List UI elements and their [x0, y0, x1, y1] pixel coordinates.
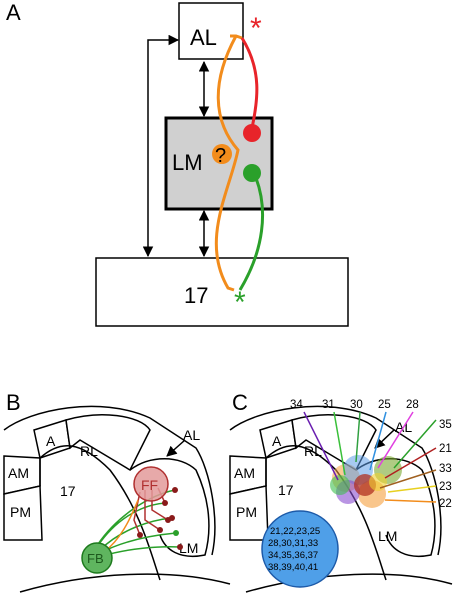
v17-box-label: 17	[184, 283, 208, 308]
b-cortex-outline	[3, 405, 216, 556]
c-label-am: AM	[234, 465, 255, 481]
c-label-rl: RL	[304, 443, 322, 459]
panel-c-letter: C	[232, 390, 248, 415]
c-injection-sites	[330, 455, 402, 508]
red-pathway	[240, 37, 259, 129]
c-num-25: 25	[378, 399, 391, 411]
b-label-pm: PM	[10, 504, 31, 520]
c-num-35: 35	[439, 419, 452, 431]
b-area-pm	[3, 485, 43, 541]
b-area-lm	[129, 458, 210, 557]
panel-b: B A RL AM PM 17 LM AL FF FB	[3, 390, 231, 593]
al-box-label: AL	[190, 25, 217, 50]
b-label-al: AL	[183, 427, 200, 443]
b-ff-label: FF	[141, 477, 158, 493]
c-num-23: 23	[439, 481, 452, 493]
c-blue-line-2: 28,30,31,33	[268, 538, 318, 549]
b-area-17	[39, 445, 161, 581]
c-num-22: 22	[439, 498, 452, 510]
orange-branch-top	[230, 34, 243, 40]
c-num-28: 28	[406, 399, 419, 411]
b-connections	[96, 489, 181, 557]
b-label-17: 17	[60, 483, 76, 499]
c-label-a: A	[272, 433, 282, 449]
panel-c: C A RL AM PM 17 LM AL	[229, 390, 453, 593]
b-label-a: A	[46, 433, 56, 449]
orange-pathway	[214, 35, 240, 292]
c-blue-line-3: 34,35,36,37	[268, 550, 318, 561]
al-box	[178, 2, 244, 60]
c-num-21: 21	[439, 443, 452, 455]
b-area-rl	[65, 414, 151, 472]
c-al-arrow	[374, 429, 395, 449]
panel-a-letter: A	[6, 0, 21, 25]
c-bottom-arc	[245, 573, 453, 593]
b-label-rl: RL	[80, 443, 98, 459]
v17-box	[95, 257, 349, 327]
c-num-34: 34	[290, 399, 303, 411]
panel-a: A AL LM 17 ? * *	[6, 0, 349, 327]
red-asterisk: *	[250, 12, 262, 45]
c-label-lm: LM	[378, 528, 397, 544]
c-label-pm: PM	[236, 504, 257, 520]
b-terminal-dots	[137, 487, 183, 550]
b-label-am: AM	[8, 465, 29, 481]
b-al-arrow	[166, 439, 186, 457]
c-num-31: 31	[322, 399, 335, 411]
b-label-lm: LM	[179, 540, 198, 556]
green-pathway	[238, 177, 265, 291]
c-blue-line-4: 38,39,40,41	[268, 562, 318, 573]
green-terminal	[243, 164, 261, 182]
b-bottom-arc	[19, 573, 231, 593]
b-ff-circle	[133, 466, 169, 502]
red-terminal	[243, 124, 261, 142]
b-ff-connections	[133, 487, 169, 536]
c-blue-line-1: 21,22,23,25	[270, 526, 320, 537]
green-asterisk: *	[234, 286, 246, 319]
c-num-33: 33	[439, 463, 452, 475]
question-mark: ?	[215, 145, 226, 167]
b-fb-circle	[81, 542, 113, 574]
c-leader-lines	[303, 411, 437, 503]
c-label-17: 17	[278, 482, 294, 498]
c-num-30: 30	[350, 399, 363, 411]
c-cortex-outline	[229, 405, 442, 556]
orange-question-node	[212, 144, 232, 164]
panel-b-letter: B	[6, 390, 21, 415]
b-fb-label: FB	[87, 551, 104, 566]
lm-box-label: LM	[172, 150, 203, 175]
c-blue-circle	[261, 510, 339, 588]
feedback-loop-arrow	[142, 34, 180, 258]
